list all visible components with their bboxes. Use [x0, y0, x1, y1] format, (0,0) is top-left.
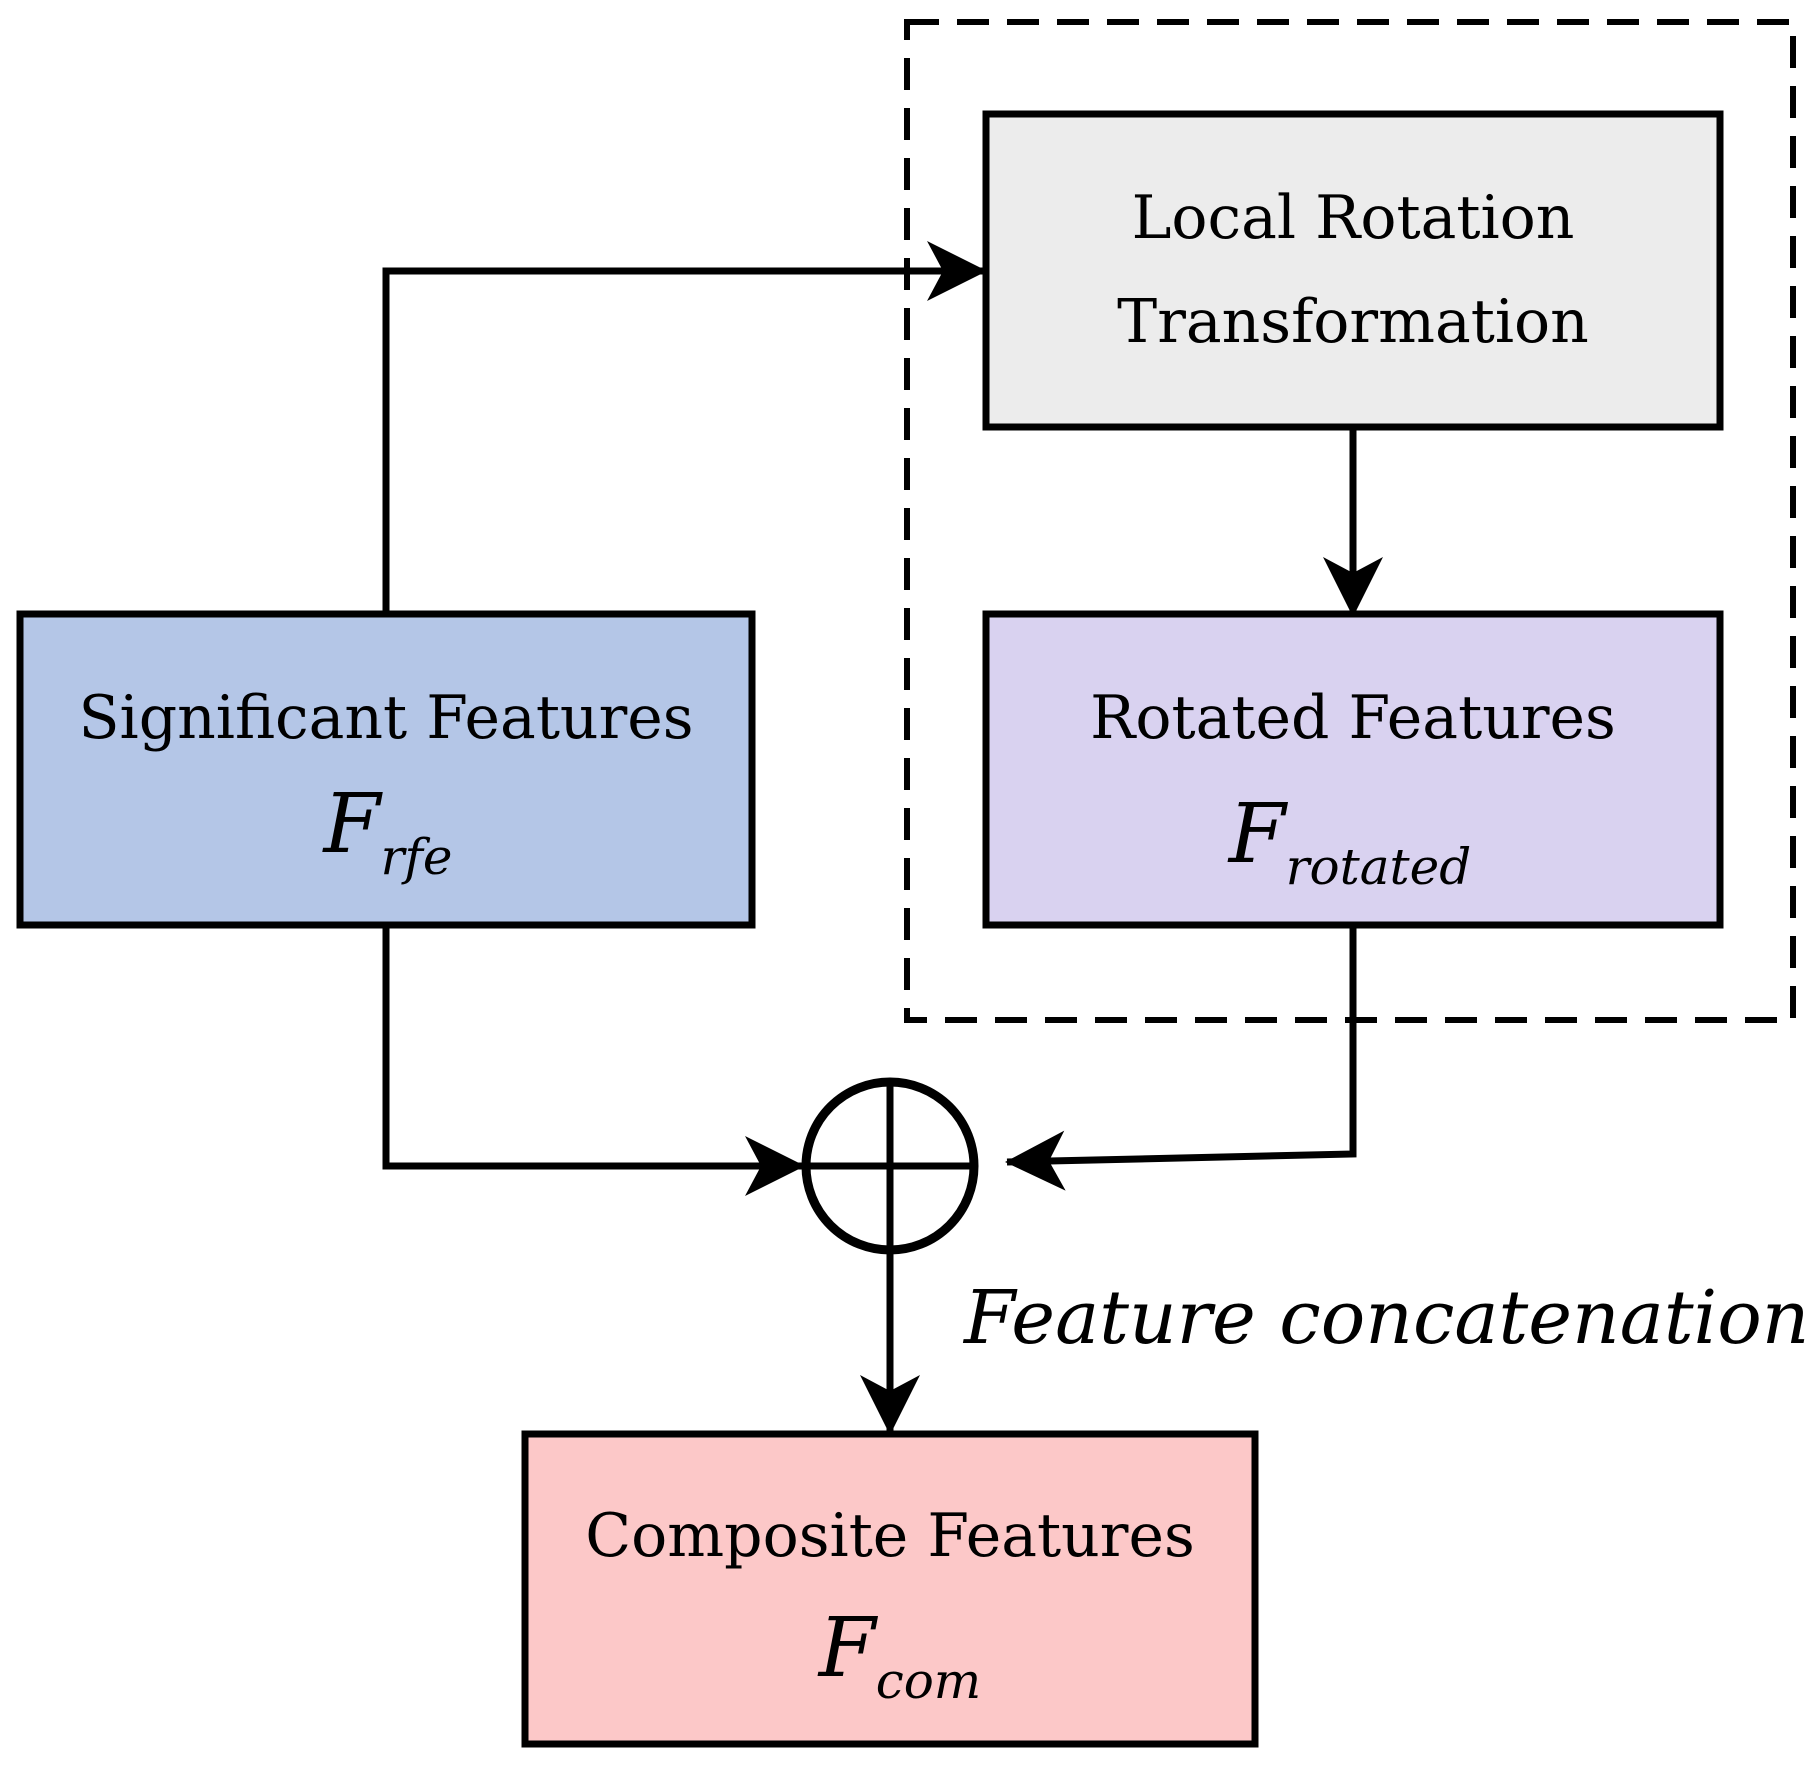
- local-rotation-label-line1: Local Rotation: [1132, 183, 1575, 253]
- significant-features-symbol: Frfe: [322, 777, 453, 886]
- local-rotation-label-line2: Transformation: [1117, 287, 1589, 357]
- composite-features-node: Composite Features Fcom: [521, 1430, 1259, 1748]
- rotated-features-symbol: Frotated: [1227, 787, 1472, 896]
- rotated-features-node: Rotated Features Frotated: [982, 610, 1724, 929]
- arrow-rotated-to-concat: [1005, 927, 1357, 1191]
- feature-concatenation-label: Feature concatenation: [962, 1275, 1809, 1361]
- composite-features-symbol: Fcom: [817, 1601, 981, 1710]
- arrow-significant-to-concat: [382, 927, 805, 1196]
- rotated-features-label: Rotated Features: [1090, 683, 1616, 753]
- composite-features-label: Composite Features: [585, 1501, 1195, 1571]
- arrow-significant-to-rotation: [382, 241, 987, 612]
- significant-features-label: Significant Features: [78, 683, 693, 753]
- local-rotation-node: Local Rotation Transformation: [982, 110, 1724, 431]
- concatenation-operator: [801, 1077, 979, 1255]
- significant-features-node: Significant Features Frfe: [16, 610, 756, 929]
